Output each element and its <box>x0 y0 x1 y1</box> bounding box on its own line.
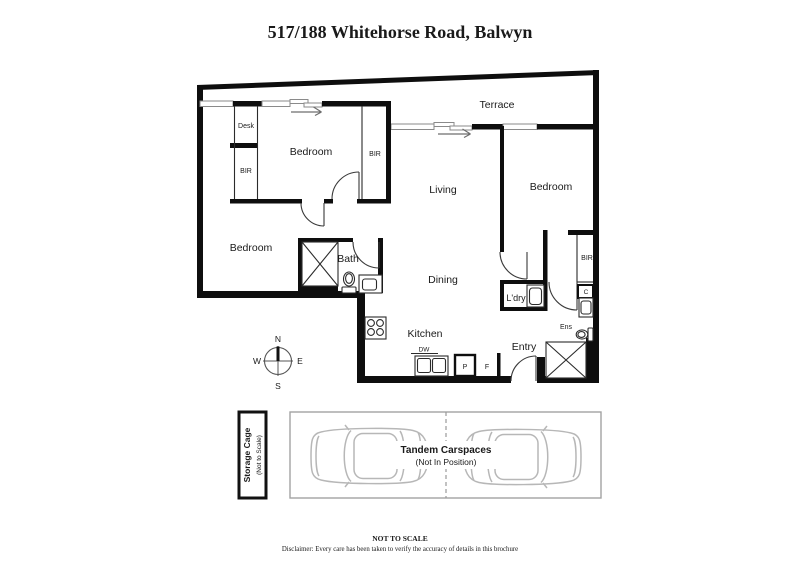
window <box>502 123 538 130</box>
compass-rose: N S W E <box>253 334 303 391</box>
room-label-bedroom-left: Bedroom <box>230 242 273 254</box>
kitchen-sink <box>411 352 449 377</box>
slide-arrow-icon <box>291 106 322 117</box>
internal-walls <box>230 106 599 376</box>
pantry-cupboard <box>453 353 477 378</box>
page-title: 517/188 Whitehorse Road, Balwyn <box>268 22 533 42</box>
compass-north: N <box>275 334 281 344</box>
bir-outline <box>576 235 593 283</box>
entry-door <box>510 355 537 382</box>
storage-cage: Storage Cage (Not to Scale) <box>237 410 268 500</box>
room-label-living: Living <box>429 184 457 196</box>
label-dishwasher: DW <box>419 347 431 354</box>
window <box>199 100 234 107</box>
storage-cage-note: (Not to Scale) <box>256 435 263 475</box>
room-label-bath: Bath <box>337 253 359 265</box>
window <box>390 123 435 130</box>
room-labels: Terrace Bedroom Bedroom Bedroom Living D… <box>230 99 573 353</box>
sliding-door-panel <box>433 122 455 127</box>
label-pantry: P <box>463 364 468 371</box>
room-label-bedroom-top: Bedroom <box>290 146 333 158</box>
room-label-bedroom-right: Bedroom <box>530 181 573 193</box>
slide-arrow-icon <box>438 128 471 139</box>
ensuite-vanity <box>578 297 594 318</box>
compass-south: S <box>275 381 281 391</box>
footer-disclaimer: Disclaimer: Every care has been taken to… <box>282 546 518 553</box>
stove <box>364 316 387 340</box>
label-cupboard: C <box>584 289 589 296</box>
label-desk: Desk <box>238 123 254 130</box>
room-label-ensuite: Ens <box>560 324 573 331</box>
label-bir-bedroom-top: BIR <box>369 151 381 158</box>
bedroom-left-door <box>300 202 325 227</box>
compass-west: W <box>253 356 261 366</box>
north-window-walls <box>199 99 599 203</box>
bedroom-top-door <box>331 171 360 200</box>
window <box>261 100 291 107</box>
room-label-terrace: Terrace <box>479 99 514 111</box>
label-fridge: F <box>485 364 489 371</box>
footer: NOT TO SCALE Disclaimer: Every care has … <box>282 534 518 553</box>
bath-door <box>352 241 380 269</box>
room-label-kitchen: Kitchen <box>407 328 442 340</box>
slide-arrows <box>291 106 471 139</box>
footer-scale-note: NOT TO SCALE <box>372 534 427 543</box>
sliding-door-panel <box>303 102 323 108</box>
label-bir-bedroom-right: BIR <box>581 255 593 262</box>
ensuite-door <box>548 281 578 311</box>
carspaces-label: Tandem Carspaces <box>401 445 492 456</box>
storage-cage-label: Storage Cage <box>242 427 252 482</box>
label-bir-closet: BIR <box>240 168 252 175</box>
room-label-laundry: L'dry <box>506 293 526 303</box>
room-label-entry: Entry <box>512 341 537 353</box>
hall-door <box>499 251 528 280</box>
compass-east: E <box>297 356 303 366</box>
toilet <box>341 271 357 294</box>
ensuite-shower <box>545 341 587 379</box>
fixture-labels: Desk BIR BIR BIR C DW P F <box>238 123 593 371</box>
room-label-dining: Dining <box>428 274 458 286</box>
sliding-door-panel <box>289 99 309 104</box>
tandem-carspaces: Tandem Carspaces (Not In Position) <box>289 411 602 499</box>
carspaces-note: (Not In Position) <box>416 457 477 467</box>
vanity <box>358 274 383 294</box>
doors <box>300 171 578 382</box>
sliding-door-panel <box>449 125 473 131</box>
shower <box>301 241 339 287</box>
fixtures-layer <box>301 235 594 379</box>
outer-walls <box>197 70 599 383</box>
ensuite-toilet <box>575 327 594 342</box>
washing-machine <box>526 284 545 308</box>
